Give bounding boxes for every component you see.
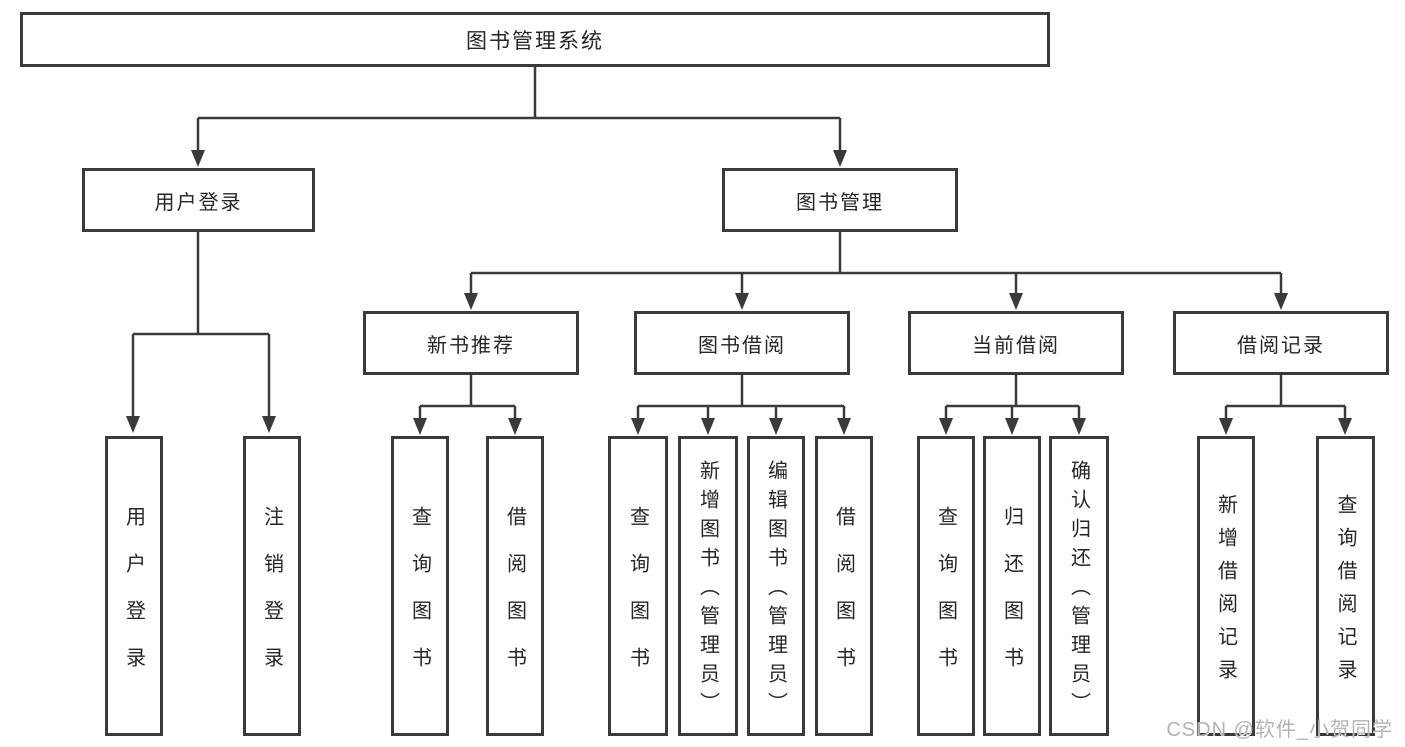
leaf-add-book-admin: 新增图书（管理员）	[678, 436, 738, 736]
leaf-label: 新增借阅记录	[1214, 493, 1237, 692]
node-label: 借阅记录	[1237, 334, 1325, 357]
leaf-borrow-books-borrowing: 借阅图书	[815, 436, 873, 736]
leaf-borrow-books-recommend: 借阅图书	[486, 436, 544, 736]
node-label: 图书管理系统	[466, 29, 604, 53]
leaf-label: 借阅图书	[832, 505, 855, 694]
node-current-borrowing: 当前借阅	[908, 311, 1124, 375]
node-library-management-system: 图书管理系统	[20, 12, 1050, 67]
node-label: 图书管理	[796, 191, 884, 214]
leaf-label: 新增图书（管理员）	[696, 460, 719, 721]
leaf-label: 注销登录	[260, 505, 283, 694]
node-label: 当前借阅	[972, 334, 1060, 357]
leaf-edit-book-admin: 编辑图书（管理员）	[747, 436, 805, 736]
leaf-label: 确认归还（管理员）	[1067, 460, 1090, 721]
leaf-confirm-return-admin: 确认归还（管理员）	[1049, 436, 1109, 736]
leaf-label: 编辑图书（管理员）	[764, 460, 787, 721]
leaf-query-books-current: 查询图书	[917, 436, 975, 736]
node-user-login: 用户登录	[82, 168, 315, 232]
leaf-label: 用户登录	[122, 505, 145, 694]
csdn-watermark: CSDN @软件_小贺同学	[1166, 719, 1393, 741]
leaf-label: 查询借阅记录	[1334, 493, 1356, 692]
node-label: 用户登录	[154, 191, 243, 214]
leaf-query-books-borrowing: 查询图书	[608, 436, 668, 736]
leaf-label: 查询图书	[408, 505, 431, 694]
leaf-label: 借阅图书	[503, 505, 526, 694]
leaf-add-borrow-record: 新增借阅记录	[1197, 436, 1255, 736]
leaf-logout: 注销登录	[243, 436, 301, 736]
arrowheads	[126, 150, 1352, 435]
leaf-query-borrow-record: 查询借阅记录	[1316, 436, 1375, 736]
leaf-return-book: 归还图书	[983, 436, 1041, 736]
node-label: 图书借阅	[698, 334, 786, 357]
node-new-book-recommendation: 新书推荐	[363, 311, 579, 375]
node-book-borrowing: 图书借阅	[634, 311, 850, 375]
leaf-label: 查询图书	[934, 505, 957, 694]
leaf-label: 归还图书	[1000, 505, 1023, 694]
node-book-management: 图书管理	[722, 168, 958, 232]
node-borrowing-records: 借阅记录	[1173, 311, 1389, 375]
leaf-label: 查询图书	[626, 505, 649, 694]
leaf-query-books-recommend: 查询图书	[391, 436, 449, 736]
leaf-user-login: 用户登录	[105, 436, 163, 736]
node-label: 新书推荐	[427, 334, 515, 357]
